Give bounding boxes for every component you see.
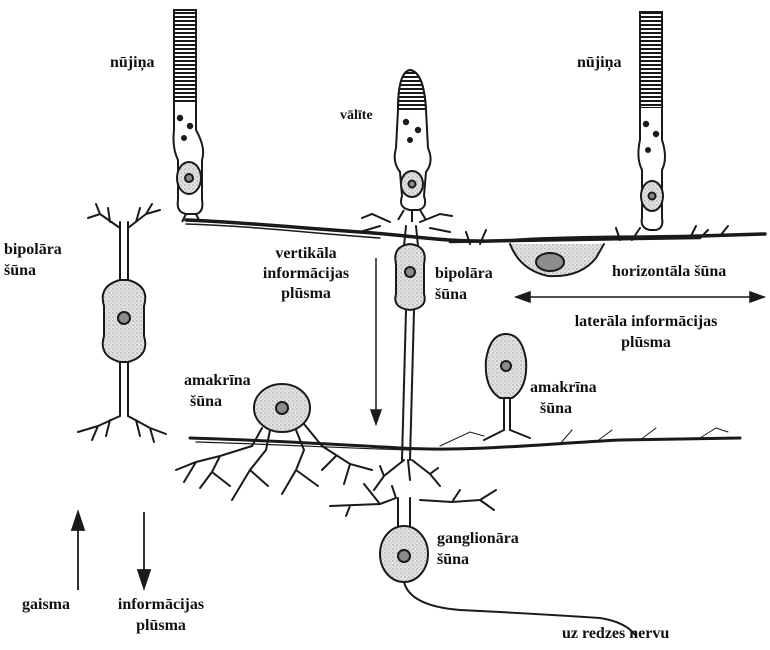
info-flow-label-line1: informācijas	[106, 595, 216, 614]
horizontal-cell-label: horizontāla šūna	[612, 262, 726, 281]
rod-cell-left	[174, 10, 204, 222]
rod-label-left: nūjiņa	[110, 53, 154, 72]
amacrine-cell-right	[484, 334, 530, 440]
rod-label-right: nūjiņa	[577, 53, 621, 72]
info-flow-arrow	[138, 512, 150, 588]
amacrine-left-label-line2: šūna	[190, 392, 222, 411]
vertical-flow-label-line1: vertikāla	[246, 244, 366, 263]
info-flow-label-line2: plūsma	[106, 616, 216, 635]
light-arrow	[72, 512, 84, 590]
vertical-flow-label-line2: informācijas	[246, 264, 366, 283]
vertical-flow-label-line3: plūsma	[246, 284, 366, 303]
light-label: gaisma	[22, 595, 70, 614]
amacrine-right-label-line2: šūna	[540, 399, 572, 418]
lateral-flow-label-line1: laterāla informācijas	[546, 312, 746, 331]
ganglion-cell	[330, 484, 636, 636]
rod-cell-right	[638, 12, 665, 230]
vertical-flow-arrow	[371, 258, 381, 424]
bipolar-cell-left	[78, 204, 166, 442]
lateral-flow-arrow	[516, 292, 764, 302]
bipolar-left-label-line2: šūna	[4, 261, 36, 280]
lateral-flow-label-line2: plūsma	[546, 333, 746, 352]
cone-label: vālīte	[340, 106, 373, 125]
ganglion-label-line1: ganglionāra	[437, 529, 519, 548]
bipolar-middle-label-line1: bipolāra	[435, 264, 493, 283]
cone-cell	[395, 70, 431, 222]
optic-nerve-label: uz redzes nervu	[562, 624, 669, 643]
ganglion-label-line2: šūna	[437, 550, 469, 569]
amacrine-left-label-line1: amakrīna	[184, 371, 251, 390]
amacrine-right-label-line1: amakrīna	[530, 378, 597, 397]
bipolar-left-label-line1: bipolāra	[4, 240, 62, 259]
bipolar-middle-label-line2: šūna	[435, 285, 467, 304]
